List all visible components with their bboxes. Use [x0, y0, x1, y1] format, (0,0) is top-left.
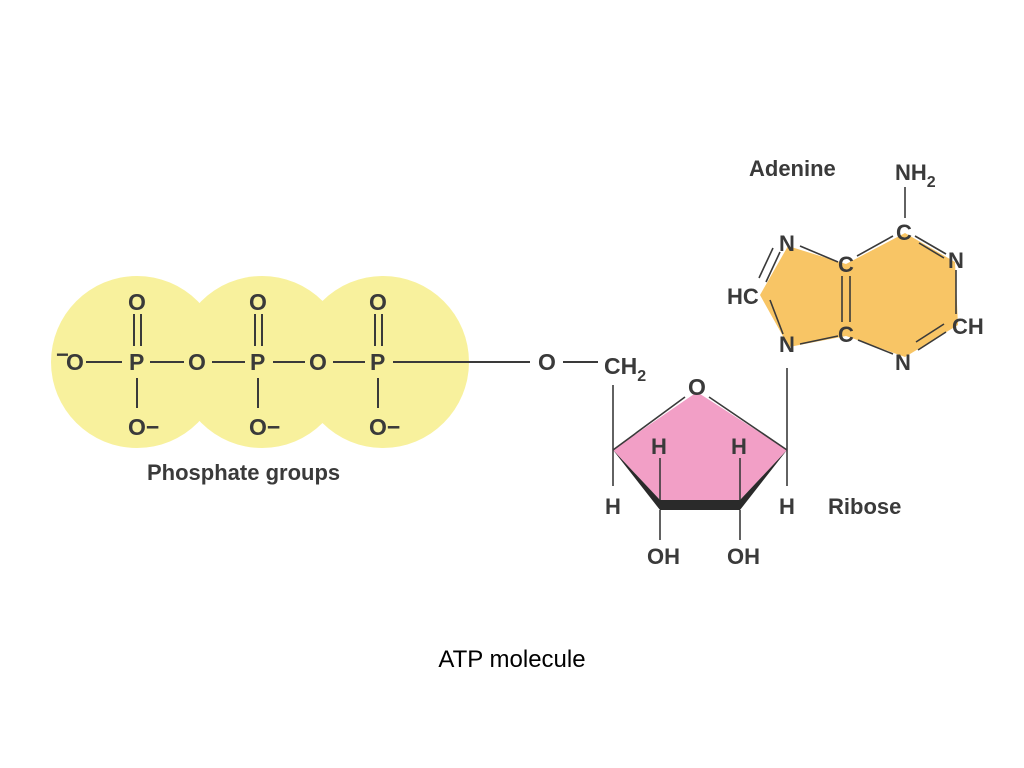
terminal-oxygen: O	[66, 349, 84, 375]
diagram-caption: ATP molecule	[438, 646, 586, 673]
terminal-minus: −	[56, 342, 69, 367]
amino-group: NH2	[895, 160, 936, 191]
phosphate-groups	[51, 276, 469, 448]
ch2-group: CH2	[604, 353, 646, 385]
adenine-n3: N	[895, 350, 911, 375]
double-bond-oxygen-2: O	[249, 289, 267, 315]
phosphate-circle-3	[297, 276, 469, 448]
adenine-ring	[760, 233, 958, 357]
double-bond-oxygen-3: O	[369, 289, 387, 315]
phosphate-labels: O − O P O O− O P O O− O P O− Phosphate g…	[56, 289, 400, 485]
adenine-bonds	[758, 187, 957, 355]
ribose-ring-oxygen: O	[688, 374, 706, 400]
ribose-ring-h-left: H	[651, 434, 667, 459]
adenine-labels: Adenine NH2 C N C N HC CH C N N	[727, 156, 984, 375]
adenine-c8: HC	[727, 284, 759, 309]
ribose-ring-h-right: H	[731, 434, 747, 459]
hydroxyl-right: OH	[727, 544, 760, 569]
phosphate-circle-1	[51, 276, 223, 448]
ribose-back-edge	[612, 396, 788, 451]
adenine-c4: C	[838, 322, 854, 347]
phosphate-groups-label: Phosphate groups	[147, 460, 340, 485]
phosphorus-3: P	[370, 349, 385, 375]
adenine-label: Adenine	[749, 156, 836, 181]
negative-oxygen-1: O−	[128, 414, 159, 440]
phosphorus-1: P	[129, 349, 144, 375]
adenine-c5: C	[838, 252, 854, 277]
adenine-c6: C	[896, 220, 912, 245]
adenine-n7: N	[779, 231, 795, 256]
negative-oxygen-2: O−	[249, 414, 280, 440]
hydroxyl-left: OH	[647, 544, 680, 569]
adenine-n9: N	[779, 332, 795, 357]
ribose-ring	[613, 392, 787, 500]
adenine-n1: N	[948, 248, 964, 273]
anhydride-oxygen-1: O	[188, 349, 206, 375]
phosphate-bonds	[86, 314, 598, 408]
adenine-c2: CH	[952, 314, 984, 339]
ribose-label: Ribose	[828, 494, 901, 519]
anhydride-oxygen-2: O	[309, 349, 327, 375]
phosphate-circle-2	[176, 276, 348, 448]
phosphorus-2: P	[250, 349, 265, 375]
ribose-bonds	[612, 368, 788, 540]
ribose-h-c4: H	[605, 494, 621, 519]
ribose-h-c1: H	[779, 494, 795, 519]
double-bond-oxygen-1: O	[128, 289, 146, 315]
negative-oxygen-3: O−	[369, 414, 400, 440]
ribose-labels: O H H H H OH OH Ribose	[605, 374, 901, 569]
ester-oxygen: O	[538, 349, 556, 375]
linker-labels: O CH2	[538, 349, 646, 385]
